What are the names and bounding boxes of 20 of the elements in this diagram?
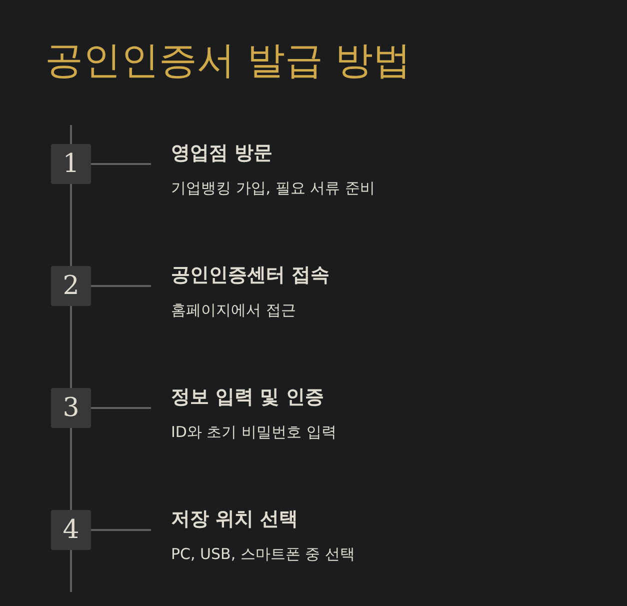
- step-heading: 영업점 방문: [171, 141, 274, 166]
- step-description: PC, USB, 스마트폰 중 선택: [171, 544, 355, 564]
- step-number-box: 1: [51, 144, 91, 184]
- step-heading: 공인인증센터 접속: [171, 263, 330, 288]
- step-description: 홈페이지에서 접근: [171, 300, 297, 320]
- connector-line: [91, 407, 151, 409]
- title: 공인인증서 발급 방법: [45, 38, 412, 84]
- step-heading: 저장 위치 선택: [171, 507, 300, 532]
- connector-line: [91, 529, 151, 531]
- timeline-line: [70, 306, 72, 388]
- step-number-box: 2: [51, 266, 91, 306]
- step-number-box: 4: [51, 510, 91, 550]
- timeline-line: [70, 184, 72, 266]
- connector-line: [91, 285, 151, 287]
- step-heading: 정보 입력 및 인증: [171, 385, 325, 410]
- timeline-line: [70, 428, 72, 510]
- step-number-box: 3: [51, 388, 91, 428]
- step-description: 기업뱅킹 가입, 필요 서류 준비: [171, 178, 375, 198]
- step-description: ID와 초기 비밀번호 입력: [171, 422, 336, 442]
- connector-line: [91, 163, 151, 165]
